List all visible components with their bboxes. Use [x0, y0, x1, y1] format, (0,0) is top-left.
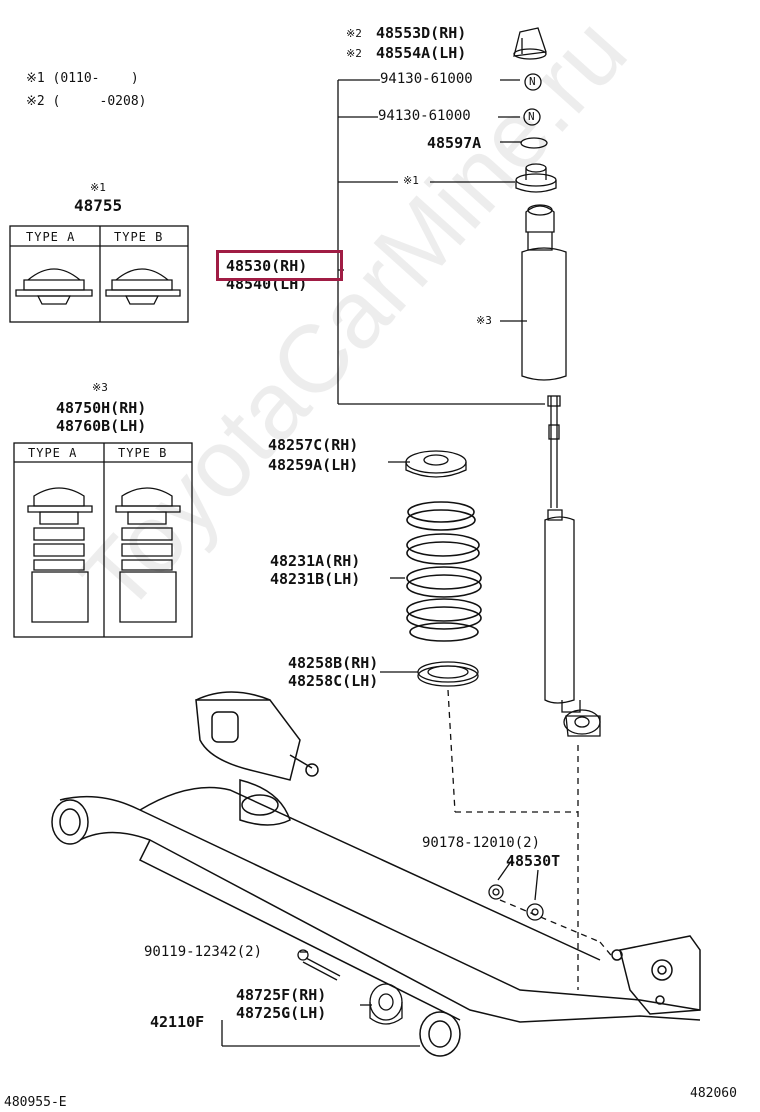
- washer: [520, 137, 548, 149]
- upper-cushion: [515, 163, 557, 193]
- nut-symbol-2: [523, 108, 541, 126]
- nut-symbol-1: [524, 73, 542, 91]
- type-table-1-b: TYPE B: [114, 230, 164, 244]
- mark-48553d: ※2: [346, 27, 362, 40]
- mark-absorber: ※3: [476, 314, 492, 327]
- type-table-2-b: TYPE B: [118, 446, 168, 460]
- part-label-42110f[interactable]: 42110F: [150, 1013, 205, 1031]
- part-label-94130-a[interactable]: 94130-61000: [380, 71, 473, 87]
- dashed-guides: [447, 689, 616, 990]
- type-table-1: [9, 225, 189, 323]
- part-label-48259a[interactable]: 48259A(LH): [268, 456, 359, 474]
- note-2: ※2 ( -0208): [26, 94, 147, 109]
- nut-90178: [488, 884, 504, 900]
- part-label-90119[interactable]: 90119-12342(2): [144, 944, 263, 960]
- part-label-48755[interactable]: 48755: [74, 196, 123, 215]
- type-table-2-a: TYPE A: [28, 446, 78, 460]
- rear-axle-beam: [51, 691, 701, 1057]
- nut-48530t: [526, 903, 544, 921]
- part-label-48530t[interactable]: 48530T: [506, 852, 561, 870]
- part-label-90178[interactable]: 90178-12010(2): [422, 835, 541, 851]
- type-table-2: [13, 442, 193, 638]
- mark-48750h: ※3: [92, 381, 108, 394]
- part-label-48231b[interactable]: 48231B(LH): [270, 570, 361, 588]
- part-label-94130-b[interactable]: 94130-61000: [378, 108, 471, 124]
- lower-spring-seat: [417, 661, 479, 687]
- part-label-48554a[interactable]: 48554A(LH): [376, 44, 467, 62]
- part-label-48750h[interactable]: 48750H(RH): [56, 399, 147, 417]
- mark-48554a: ※2: [346, 47, 362, 60]
- part-label-48725f[interactable]: 48725F(RH): [236, 986, 327, 1004]
- reference-code-right: 482060: [690, 1086, 737, 1101]
- coil-spring: [406, 501, 482, 642]
- part-label-48530[interactable]: 48530(RH): [226, 257, 308, 275]
- bump-cap: [513, 27, 547, 60]
- part-label-48231a[interactable]: 48231A(RH): [270, 552, 361, 570]
- part-label-48258c[interactable]: 48258C(LH): [288, 672, 379, 690]
- nut-symbol-label-2: N: [528, 110, 535, 123]
- note-1: ※1 (0110- ): [26, 71, 139, 86]
- upper-spring-seat: [405, 450, 467, 478]
- bolt-90119: [297, 949, 341, 981]
- part-label-48258b[interactable]: 48258B(RH): [288, 654, 379, 672]
- nut-symbol-label-1: N: [529, 75, 536, 88]
- mark-48755: ※1: [90, 181, 106, 194]
- highlight-box: [216, 250, 343, 281]
- part-label-48597a[interactable]: 48597A: [427, 134, 482, 152]
- part-label-48540[interactable]: 48540(LH): [226, 275, 308, 293]
- bushing: [369, 983, 403, 1025]
- shock-absorber-upper: [521, 204, 567, 381]
- leader-lines: [221, 79, 545, 1047]
- mark-upper-seat: ※1: [403, 174, 419, 187]
- part-label-48257c[interactable]: 48257C(RH): [268, 436, 359, 454]
- part-label-48760b[interactable]: 48760B(LH): [56, 417, 147, 435]
- type-table-1-a: TYPE A: [26, 230, 76, 244]
- reference-code-left: 480955-E: [4, 1095, 67, 1110]
- shock-absorber-lower: [544, 395, 601, 737]
- part-label-48725g[interactable]: 48725G(LH): [236, 1004, 327, 1022]
- part-label-48553d[interactable]: 48553D(RH): [376, 24, 467, 42]
